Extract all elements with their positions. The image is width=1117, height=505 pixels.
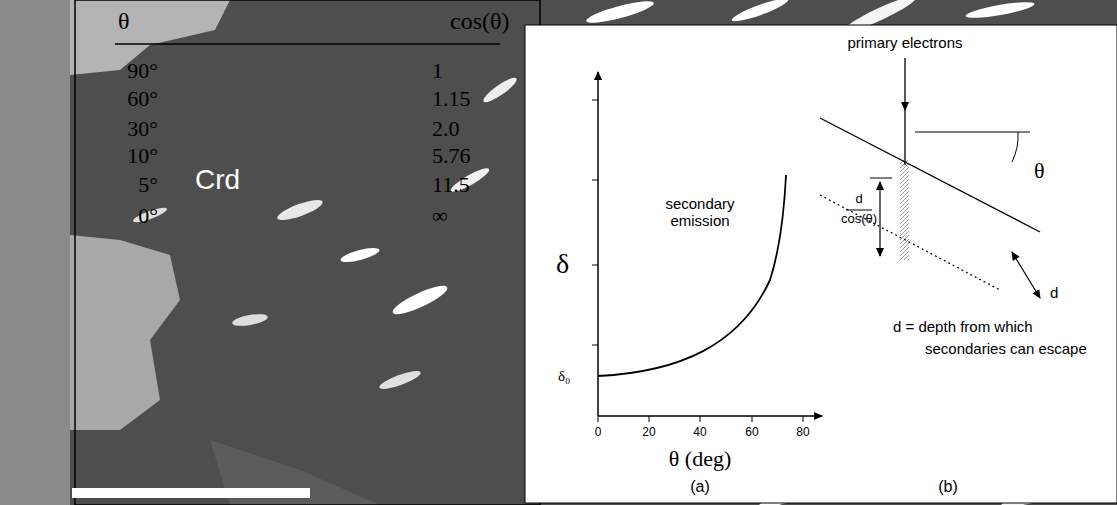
tick-label: 20 [642,426,655,440]
fraction-bottom: cos(θ) [841,212,877,227]
beam-label: primary electrons [847,34,962,51]
mineral-label: Crd [195,164,240,196]
tick-label: 80 [796,426,809,440]
angle-cell: 10° [127,143,158,168]
fraction-bar [846,210,872,211]
axis-label: δ [556,248,569,280]
angle-cell: 30° [127,116,158,141]
tick-label: 60 [745,426,758,440]
note: d = depth from which [893,318,1033,335]
cosine-cell: 11.5 [432,172,470,197]
cosine-cell: 2.0 [432,116,460,141]
angle-cell: 0° [138,203,158,228]
cosine-cell: ∞ [432,203,448,228]
panel-label: (a) [690,478,710,496]
cosine-cell: 1 [432,58,443,83]
cosine-cell: 5.76 [432,143,471,168]
fraction-top: d [855,192,862,207]
axis-value: δ₀ [558,368,570,385]
cosine-cell: 1.15 [432,86,471,111]
depth-label: d [1050,284,1058,301]
angle-label: θ [1034,158,1045,183]
angle-cell: 60° [127,86,158,111]
note: secondaries can escape [925,340,1087,357]
angle-cell: 5° [138,172,158,197]
column-header: θ [118,8,130,36]
axis-label: θ (deg) [669,446,731,471]
column-header: cos(θ) [450,8,509,36]
angle-cell: 90° [127,58,158,83]
tick-label: 40 [693,426,706,440]
curve-label: secondary emission [650,195,750,230]
tick-label: 0 [595,426,602,440]
panel-label: (b) [938,478,958,496]
